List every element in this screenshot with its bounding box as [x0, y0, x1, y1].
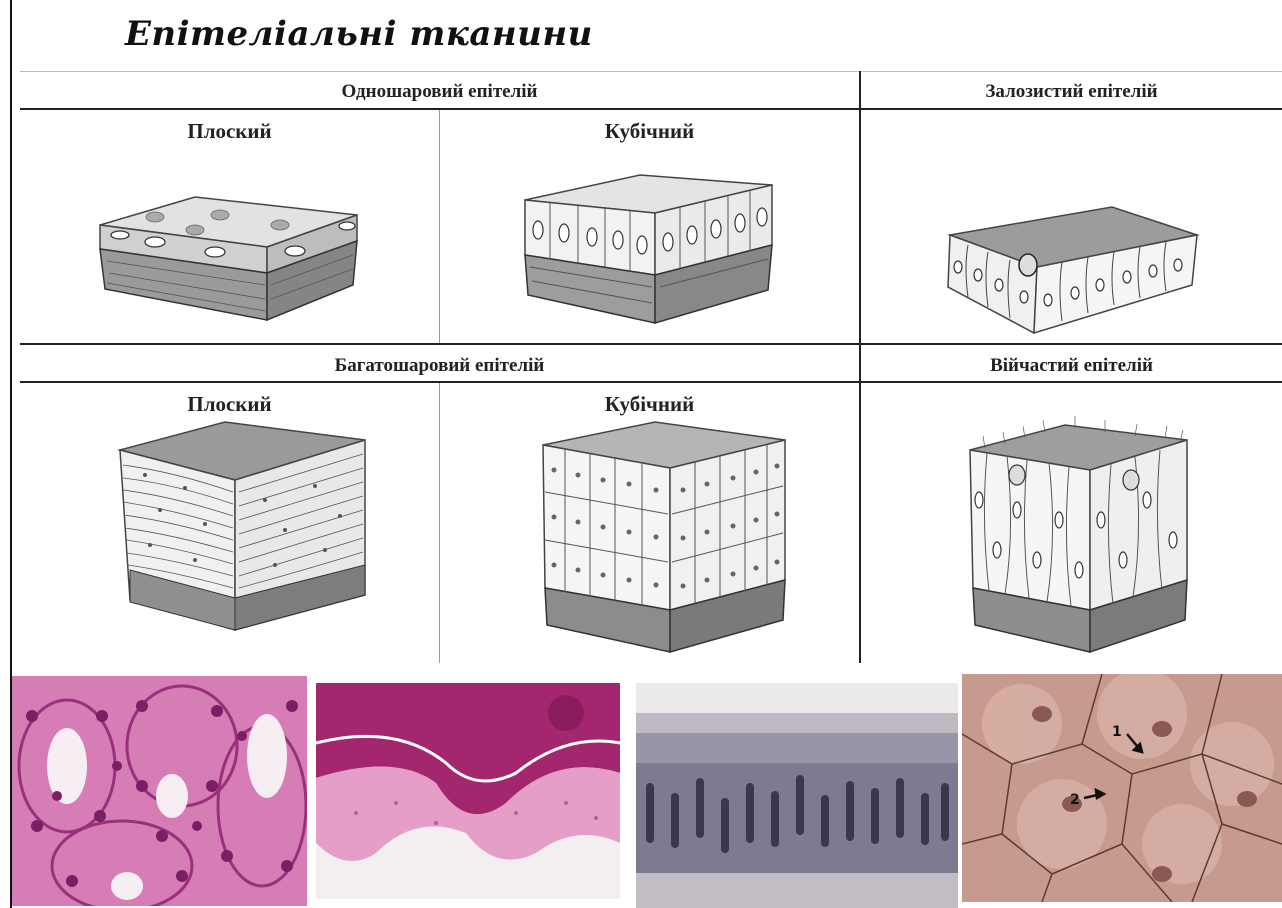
- row1-header-bottom: [20, 108, 1282, 110]
- row2-header-bottom: [20, 381, 1282, 383]
- stratified-squamous-illustration: [115, 420, 375, 660]
- stratified-cuboidal-illustration: [535, 420, 795, 660]
- title-divider: [20, 71, 1282, 72]
- single-squamous-illustration: [95, 185, 365, 335]
- micrograph-cuboidal-tubules: [12, 676, 307, 906]
- header-multi-layer: Багатошаровий епітелій: [20, 355, 859, 377]
- micrograph-ciliated-columnar: [636, 683, 958, 908]
- arrow-label-2: 2: [1070, 792, 1080, 808]
- arrow-label-1: 1: [1112, 724, 1122, 740]
- ciliated-illustration: [965, 420, 1195, 660]
- label-multi-flat: Плоский: [20, 392, 439, 417]
- header-glandular: Залозистий епітелій: [861, 81, 1282, 103]
- label-single-cubic: Кубічний: [440, 119, 859, 144]
- label-multi-cubic: Кубічний: [440, 392, 859, 417]
- micrograph-squamous-surface: 1 2: [962, 674, 1282, 902]
- header-single-layer: Одношаровий епітелій: [20, 81, 859, 103]
- single-cuboidal-illustration: [520, 155, 780, 330]
- page-title: Епітеліальні тканини: [125, 14, 593, 54]
- row2-subcolumn-divider: [439, 383, 440, 663]
- row1-subcolumn-divider: [439, 110, 440, 343]
- label-single-flat: Плоский: [20, 119, 439, 144]
- header-ciliated: Війчастий епітелій: [861, 355, 1282, 377]
- glandular-illustration: [942, 205, 1202, 340]
- row2-header-top: [20, 343, 1282, 345]
- micrograph-stratified-squamous: [316, 683, 620, 899]
